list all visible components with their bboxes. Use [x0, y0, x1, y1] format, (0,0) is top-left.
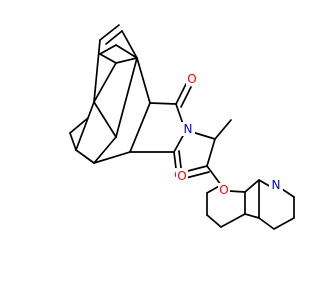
bond [244, 179, 260, 193]
atom-label-nitrogen-quinoline: N [272, 178, 281, 192]
double-bond [99, 24, 120, 41]
bond [115, 44, 138, 59]
atom-label-oxygen-ester: O [219, 183, 228, 197]
bond [206, 138, 216, 167]
bond [136, 57, 151, 104]
bond [129, 102, 151, 153]
bond [69, 117, 89, 134]
bond [93, 151, 131, 164]
double-bond [273, 217, 295, 230]
double-bond [206, 214, 222, 228]
bond [93, 39, 101, 103]
bond [115, 57, 138, 64]
bond [258, 217, 275, 230]
label-mask [181, 122, 195, 136]
bond [93, 136, 117, 164]
atom-label-layer: O N O O O N [173, 72, 283, 197]
double-bond [105, 30, 123, 45]
diagram-background [0, 0, 300, 300]
bond [149, 102, 177, 105]
bond [244, 213, 260, 219]
bond [87, 101, 95, 119]
bond [206, 165, 222, 186]
bond [75, 117, 89, 151]
atom-label-oxygen-imide-top: O [187, 72, 196, 86]
bond-layer [69, 24, 295, 230]
bond [99, 44, 117, 55]
bond [99, 53, 117, 64]
label-mask [186, 72, 198, 86]
bond [228, 190, 246, 193]
bond [121, 30, 138, 59]
bond [75, 149, 95, 164]
double-bond [180, 86, 192, 108]
bond [173, 133, 185, 153]
molecule-structure-diagram: O N O O O N [0, 0, 300, 300]
atom-label-nitrogen-imide: N [184, 122, 193, 136]
bond [220, 213, 246, 228]
bond [115, 57, 138, 138]
bond [69, 132, 77, 151]
label-mask [176, 169, 188, 183]
bond [191, 131, 216, 140]
label-mask [269, 178, 283, 192]
bond [93, 62, 117, 103]
bond [214, 119, 232, 140]
bond [93, 101, 117, 138]
label-mask [218, 183, 230, 197]
double-bond [175, 83, 187, 105]
atom-label-oxygen-carbonyl: O [177, 169, 186, 183]
